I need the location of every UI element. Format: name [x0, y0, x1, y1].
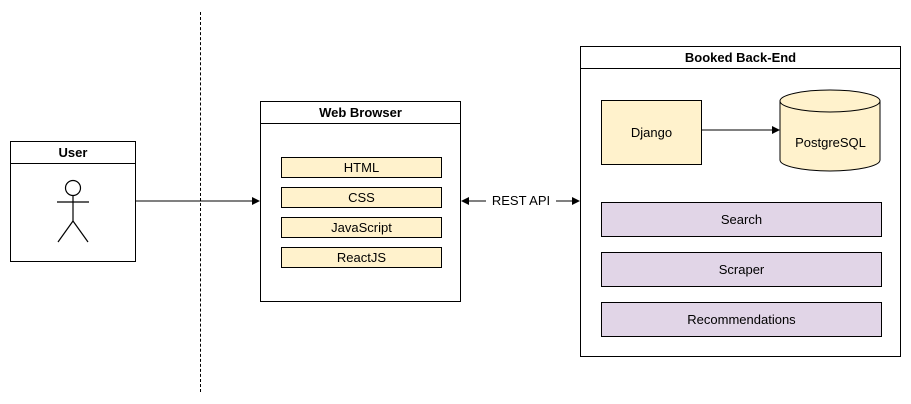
stick-figure-icon [57, 179, 89, 243]
tech-css[interactable]: CSS [281, 187, 442, 208]
tech-reactjs[interactable]: ReactJS [281, 247, 442, 268]
django-node[interactable]: Django [601, 100, 702, 165]
tech-html[interactable]: HTML [281, 157, 442, 178]
tech-javascript[interactable]: JavaScript [281, 217, 442, 238]
postgresql-label: PostgreSQL [795, 135, 866, 150]
user-title: User [11, 142, 135, 164]
rest-api-label: REST API [486, 193, 556, 209]
boundary-divider [200, 12, 201, 392]
module-scraper[interactable]: Scraper [601, 252, 882, 287]
module-search[interactable]: Search [601, 202, 882, 237]
postgresql-database-icon[interactable] [779, 89, 881, 172]
web-browser-title: Web Browser [261, 102, 460, 124]
web-browser-box[interactable]: Web Browser HTML CSS JavaScript ReactJS [260, 101, 461, 302]
backend-title: Booked Back-End [581, 47, 900, 69]
module-recommendations[interactable]: Recommendations [601, 302, 882, 337]
backend-box[interactable]: Booked Back-End Django Search Scraper Re… [580, 46, 901, 357]
